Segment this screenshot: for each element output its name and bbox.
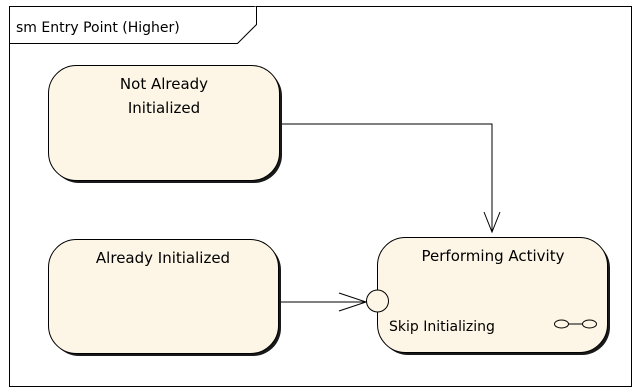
state-already-initialized[interactable] xyxy=(48,239,279,354)
state-not-already-initialized-label-line1: Not Already xyxy=(120,75,208,93)
entry-point-circle[interactable] xyxy=(366,289,389,313)
state-not-already-initialized[interactable] xyxy=(48,65,280,181)
transition-arrowhead-bottom xyxy=(338,292,368,312)
composite-state-icon xyxy=(554,319,597,329)
state-not-already-initialized-label-line2: Initialized xyxy=(128,99,200,117)
frame-title: sm Entry Point (Higher) xyxy=(16,20,180,36)
state-performing-activity-label: Performing Activity xyxy=(422,247,565,265)
frame-label-tab xyxy=(9,6,257,44)
state-already-initialized-label: Already Initialized xyxy=(96,249,230,267)
transition-line-top xyxy=(282,123,493,232)
entry-point-label: Skip Initializing xyxy=(389,319,495,335)
transition-arrowhead-top xyxy=(483,211,501,234)
